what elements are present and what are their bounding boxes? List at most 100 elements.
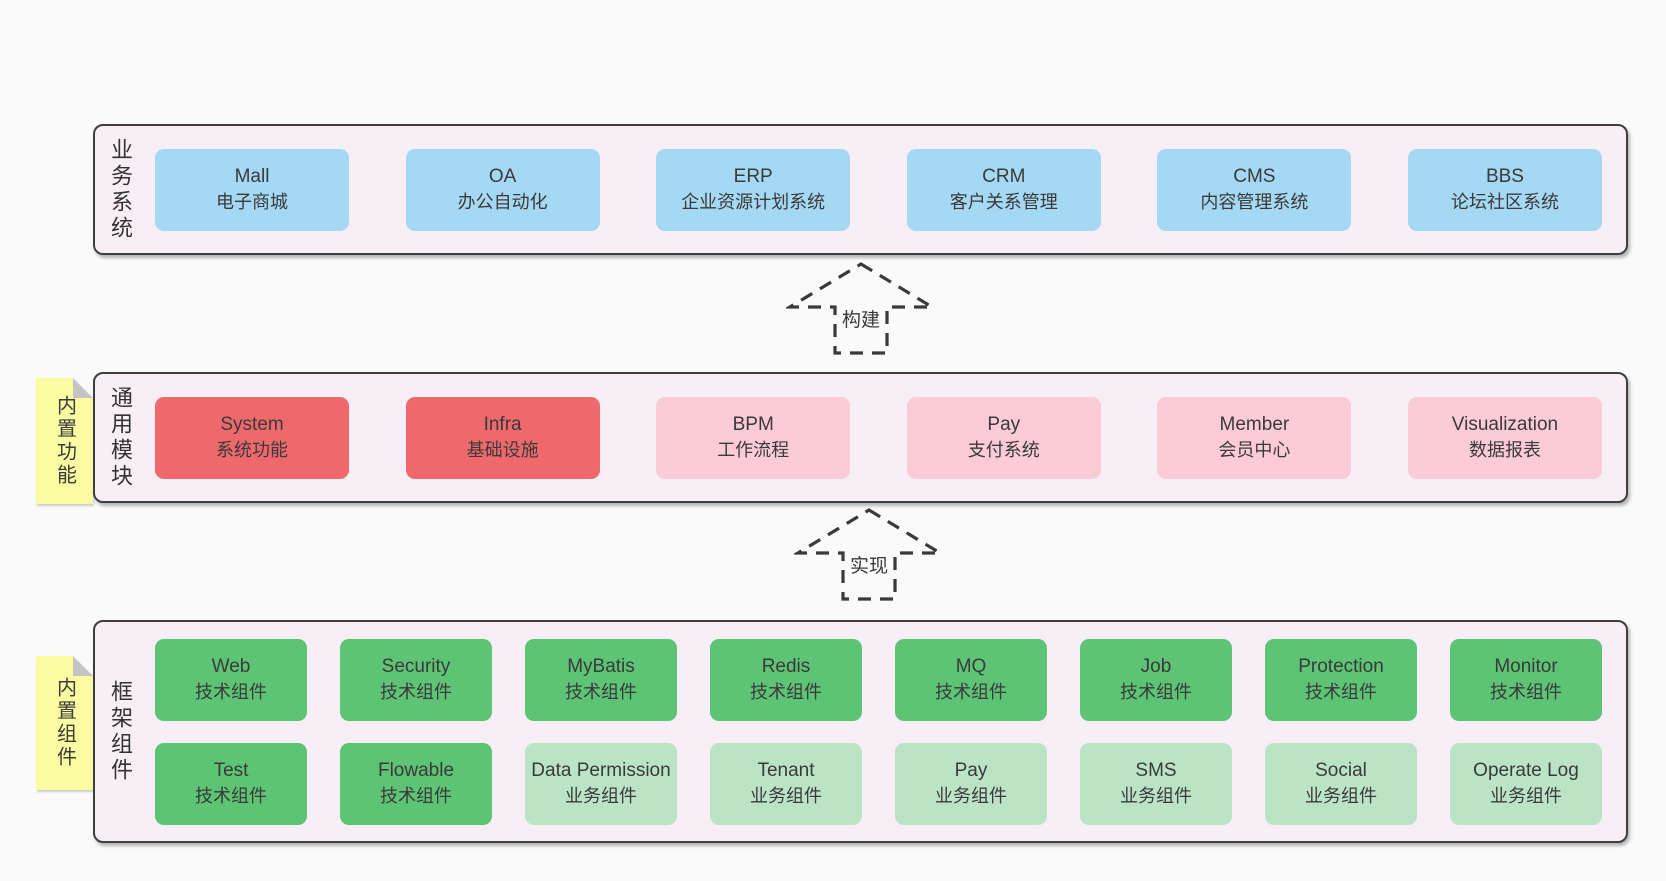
component-box-data-permission: Data Permission 业务组件 bbox=[525, 742, 677, 825]
component-box-test: Test 技术组件 bbox=[155, 742, 307, 825]
business-box-crm: CRM 客户关系管理 bbox=[906, 148, 1101, 231]
box-subtitle: 技术组件 bbox=[380, 682, 452, 703]
box-subtitle: 企业资源计划系统 bbox=[681, 192, 826, 213]
box-title: OA bbox=[488, 165, 517, 187]
module-box-member: Member 会员中心 bbox=[1157, 396, 1352, 479]
box-subtitle: 业务组件 bbox=[1305, 786, 1377, 807]
box-subtitle: 论坛社区系统 bbox=[1450, 192, 1559, 213]
box-title: SMS bbox=[1135, 759, 1177, 781]
box-title: BPM bbox=[732, 413, 774, 435]
component-row-2: Test 技术组件 Flowable 技术组件 Data Permission … bbox=[155, 742, 1602, 825]
box-title: Protection bbox=[1298, 655, 1384, 677]
business-panel-label: 业务系统 bbox=[108, 137, 133, 242]
built-in-features-note: 内置功能 bbox=[36, 378, 93, 504]
box-subtitle: 技术组件 bbox=[565, 682, 637, 703]
business-systems-panel: 业务系统 Mall 电子商城 OA 办公自动化 ERP 企业资源计划系统 CRM… bbox=[93, 124, 1628, 255]
components-panel-label: 框架组件 bbox=[108, 679, 133, 784]
implement-arrow: 实现 bbox=[794, 507, 944, 602]
box-title: Operate Log bbox=[1473, 759, 1579, 781]
box-subtitle: 数据报表 bbox=[1468, 440, 1541, 461]
box-subtitle: 业务组件 bbox=[750, 786, 822, 807]
component-rows: Web 技术组件 Security 技术组件 MyBatis 技术组件 Redi… bbox=[155, 638, 1602, 825]
component-box-operate-log: Operate Log 业务组件 bbox=[1450, 742, 1602, 825]
component-box-social: Social 业务组件 bbox=[1265, 742, 1417, 825]
box-subtitle: 技术组件 bbox=[1305, 682, 1377, 703]
box-title: MyBatis bbox=[567, 655, 635, 677]
module-box-visualization: Visualization 数据报表 bbox=[1407, 396, 1602, 479]
module-box-infra: Infra 基础设施 bbox=[405, 396, 600, 479]
box-subtitle: 技术组件 bbox=[1120, 682, 1192, 703]
component-box-job: Job 技术组件 bbox=[1080, 638, 1232, 721]
implement-arrow-label: 实现 bbox=[846, 550, 892, 579]
box-subtitle: 技术组件 bbox=[195, 786, 267, 807]
box-title: Pay bbox=[987, 413, 1021, 435]
business-box-cms: CMS 内容管理系统 bbox=[1157, 148, 1352, 231]
business-box-erp: ERP 企业资源计划系统 bbox=[656, 148, 851, 231]
box-subtitle: 业务组件 bbox=[1120, 786, 1192, 807]
box-title: Data Permission bbox=[531, 759, 671, 781]
component-box-protection: Protection 技术组件 bbox=[1265, 638, 1417, 721]
box-subtitle: 内容管理系统 bbox=[1200, 192, 1309, 213]
box-subtitle: 客户关系管理 bbox=[949, 192, 1058, 213]
box-subtitle: 业务组件 bbox=[565, 786, 637, 807]
box-subtitle: 技术组件 bbox=[935, 682, 1007, 703]
common-modules-panel: 通用模块 System 系统功能 Infra 基础设施 BPM 工作流程 Pay… bbox=[93, 372, 1628, 503]
box-subtitle: 技术组件 bbox=[1490, 682, 1562, 703]
component-box-mq: MQ 技术组件 bbox=[895, 638, 1047, 721]
note-label: 内置功能 bbox=[53, 395, 76, 487]
build-arrow: 构建 bbox=[786, 261, 936, 356]
box-title: ERP bbox=[733, 165, 773, 187]
box-title: Pay bbox=[954, 759, 988, 781]
modules-panel-label: 通用模块 bbox=[108, 385, 133, 490]
build-arrow-label: 构建 bbox=[838, 304, 884, 333]
component-box-web: Web 技术组件 bbox=[155, 638, 307, 721]
framework-components-panel: 框架组件 Web 技术组件 Security 技术组件 MyBatis 技术组件… bbox=[93, 620, 1628, 843]
component-row-1: Web 技术组件 Security 技术组件 MyBatis 技术组件 Redi… bbox=[155, 638, 1602, 721]
business-box-oa: OA 办公自动化 bbox=[405, 148, 600, 231]
box-subtitle: 技术组件 bbox=[195, 682, 267, 703]
component-box-monitor: Monitor 技术组件 bbox=[1450, 638, 1602, 721]
component-box-tenant: Tenant 业务组件 bbox=[710, 742, 862, 825]
box-title: BBS bbox=[1485, 165, 1524, 187]
module-boxes: System 系统功能 Infra 基础设施 BPM 工作流程 Pay 支付系统… bbox=[155, 396, 1602, 479]
box-subtitle: 支付系统 bbox=[967, 440, 1040, 461]
component-box-mybatis: MyBatis 技术组件 bbox=[525, 638, 677, 721]
box-title: Monitor bbox=[1494, 655, 1558, 677]
box-title: Web bbox=[211, 655, 251, 677]
module-box-system: System 系统功能 bbox=[155, 396, 349, 479]
box-title: Visualization bbox=[1451, 413, 1559, 435]
box-title: MQ bbox=[955, 655, 987, 677]
box-subtitle: 电子商城 bbox=[216, 192, 288, 213]
built-in-components-note: 内置组件 bbox=[36, 656, 93, 790]
component-box-redis: Redis 技术组件 bbox=[710, 638, 862, 721]
box-subtitle: 系统功能 bbox=[216, 440, 288, 461]
box-title: Social bbox=[1315, 759, 1367, 781]
box-title: System bbox=[220, 413, 284, 435]
box-title: Member bbox=[1219, 413, 1290, 435]
module-box-bpm: BPM 工作流程 bbox=[656, 396, 851, 479]
box-title: Redis bbox=[761, 655, 811, 677]
box-subtitle: 技术组件 bbox=[750, 682, 822, 703]
box-title: CRM bbox=[982, 165, 1026, 187]
box-subtitle: 业务组件 bbox=[1490, 786, 1562, 807]
box-title: Mall bbox=[234, 165, 270, 187]
business-box-bbs: BBS 论坛社区系统 bbox=[1407, 148, 1602, 231]
business-boxes: Mall 电子商城 OA 办公自动化 ERP 企业资源计划系统 CRM 客户关系… bbox=[155, 148, 1602, 231]
box-subtitle: 工作流程 bbox=[717, 440, 790, 461]
business-box-mall: Mall 电子商城 bbox=[155, 148, 349, 231]
box-subtitle: 办公自动化 bbox=[457, 192, 548, 213]
box-subtitle: 业务组件 bbox=[935, 786, 1007, 807]
box-subtitle: 基础设施 bbox=[466, 440, 539, 461]
component-box-flowable: Flowable 技术组件 bbox=[340, 742, 492, 825]
box-title: Infra bbox=[483, 413, 522, 435]
box-title: Tenant bbox=[757, 759, 815, 781]
box-title: Test bbox=[213, 759, 249, 781]
component-box-pay: Pay 业务组件 bbox=[895, 742, 1047, 825]
box-title: CMS bbox=[1233, 165, 1276, 187]
component-box-security: Security 技术组件 bbox=[340, 638, 492, 721]
box-subtitle: 会员中心 bbox=[1218, 440, 1291, 461]
box-title: Security bbox=[381, 655, 451, 677]
box-title: Job bbox=[1140, 655, 1172, 677]
component-box-sms: SMS 业务组件 bbox=[1080, 742, 1232, 825]
